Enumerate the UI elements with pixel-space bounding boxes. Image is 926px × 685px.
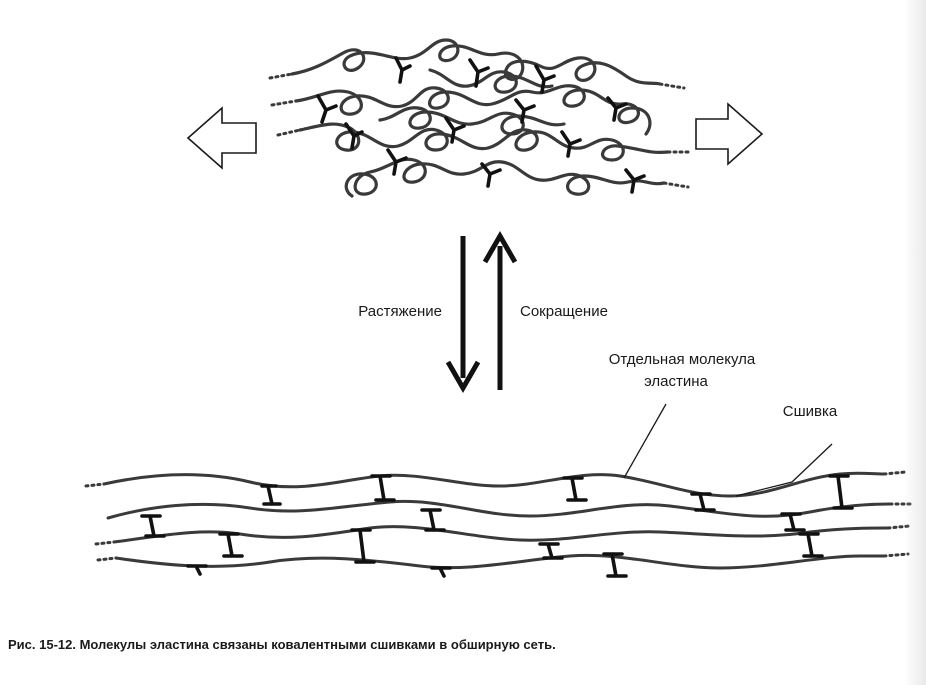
- coiled-chain: [294, 86, 534, 116]
- coiled-chain: [344, 157, 504, 198]
- coiled-chain: [290, 38, 500, 76]
- coiled-crosslinks: [316, 56, 646, 194]
- molecule-label-line2: эластина: [644, 373, 708, 390]
- coiled-chain: [530, 84, 652, 136]
- molecule-leader-line: [623, 403, 667, 479]
- stretched-elastin-network: [84, 470, 912, 578]
- stretch-label: Растяжение: [358, 303, 442, 320]
- coiled-chain: [298, 122, 490, 152]
- crosslink-label: Сшивка: [783, 403, 838, 420]
- figure-caption: Рис. 15-12. Молекулы эластина связаны ко…: [8, 637, 556, 652]
- molecule-label-line1: Отдельная молекула: [609, 351, 756, 368]
- hollow-arrow-left: [186, 106, 257, 170]
- chain-end-dots-left: [84, 482, 118, 562]
- stretched-chain: [112, 525, 890, 544]
- crosslink-leader-line: [735, 443, 833, 497]
- hollow-arrow-right: [695, 102, 764, 166]
- coiled-chain: [378, 106, 566, 136]
- page-edge-shadow: [904, 0, 926, 685]
- contract-arrow-up: [482, 230, 518, 390]
- chain-end-dots-left: [268, 72, 302, 137]
- contract-label: Сокращение: [520, 303, 608, 320]
- stretched-chain: [102, 471, 886, 498]
- stretched-chain: [106, 499, 892, 520]
- relaxed-elastin-network: [268, 38, 694, 198]
- coiled-chain: [428, 68, 554, 94]
- coiled-chain: [500, 160, 666, 196]
- coiled-chain: [486, 128, 670, 162]
- stretched-crosslinks: [140, 474, 854, 578]
- stretch-arrow-down: [445, 236, 481, 394]
- chain-end-dots-right: [658, 82, 694, 189]
